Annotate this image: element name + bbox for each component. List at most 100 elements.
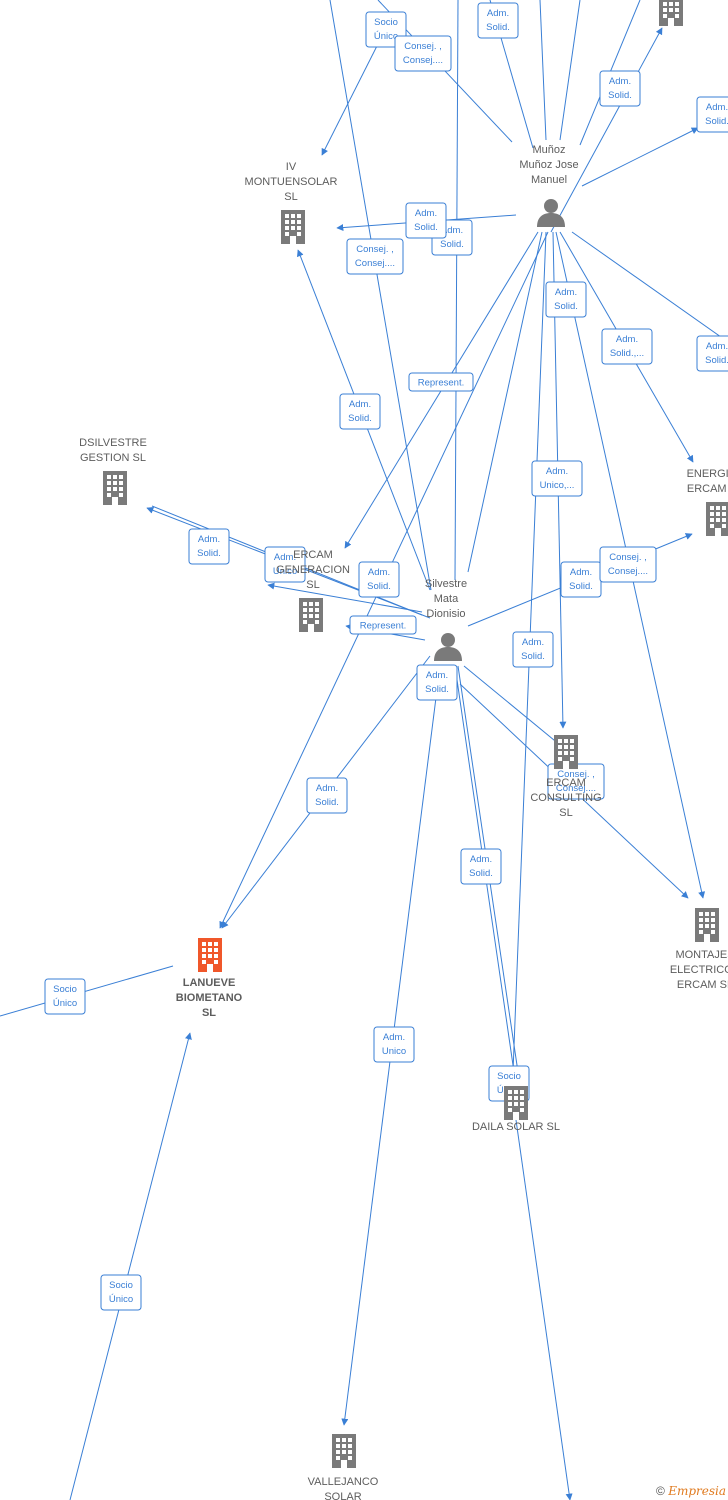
edge-label-text: Consej. , xyxy=(404,41,442,52)
node-consulting[interactable]: ERCAM CONSULTING SL xyxy=(530,735,602,819)
edge-label[interactable]: Adm.Unico,... xyxy=(531,460,583,497)
edge-label[interactable]: Adm.Solid. xyxy=(560,561,602,598)
node-montajes[interactable]: MONTAJESELECTRICOSERCAM SL xyxy=(670,908,728,991)
edge-label-box xyxy=(601,328,653,365)
edge-line xyxy=(571,231,728,343)
edge-label-text: Adm. xyxy=(616,334,638,345)
person-icon xyxy=(434,633,462,661)
edge-label-text: Solid. xyxy=(425,684,449,695)
edge-label-box xyxy=(405,202,447,239)
edge-label-box xyxy=(349,615,417,635)
edge-line xyxy=(539,0,547,141)
building-icon xyxy=(554,735,578,769)
edge-label[interactable]: Adm.Solid. xyxy=(599,70,641,107)
node-label-line: DSILVESTRE xyxy=(79,437,147,449)
edge-label[interactable]: Adm.Solid. xyxy=(477,2,519,39)
edge-label-text: Solid. xyxy=(521,651,545,662)
building-icon xyxy=(659,0,683,26)
edge-label-box xyxy=(477,2,519,39)
edge-label[interactable]: Adm.Solid. xyxy=(696,96,728,133)
edge-label[interactable]: Adm.Solid. xyxy=(188,528,230,565)
node-label-line: SL xyxy=(202,1007,216,1019)
edge-label[interactable]: Adm.Solid. xyxy=(512,631,554,668)
edge-label[interactable]: Adm.Solid. xyxy=(405,202,447,239)
edge-label[interactable]: Represent. xyxy=(408,372,474,392)
footer-brand: © Empresia xyxy=(656,1484,726,1498)
node-label-line: GENERACION xyxy=(276,564,350,576)
edge-label[interactable]: Adm.Solid. xyxy=(696,335,728,372)
edge-label-text: Unico xyxy=(382,1046,406,1057)
edge-line xyxy=(0,965,174,1017)
edge-label[interactable]: Adm.Solid. xyxy=(460,848,502,885)
node-label-line: SL xyxy=(284,191,297,203)
node-label-line: SOLAR xyxy=(324,1491,361,1500)
node-top-right-company[interactable] xyxy=(659,0,683,26)
edge-label-box xyxy=(394,35,452,72)
node-label-line: DAILA SOLAR SL xyxy=(472,1121,560,1133)
edge-label-text: Único xyxy=(53,998,77,1009)
edge-label-text: Solid. xyxy=(705,116,728,127)
edge-line xyxy=(467,231,543,573)
node-label-line: LANUEVE xyxy=(183,977,236,989)
edge-label[interactable]: Consej. ,Consej.... xyxy=(394,35,452,72)
edge-label-text: Consej. , xyxy=(609,552,647,563)
node-label-line: ENERGIAS xyxy=(687,468,728,480)
edge-line xyxy=(550,27,663,233)
edge-label-text: Único xyxy=(374,31,398,42)
edge-label-text: Represent. xyxy=(360,621,406,632)
edge-line xyxy=(321,29,386,156)
edge-label-text: Consej.... xyxy=(608,566,648,577)
node-label-line: CONSULTING xyxy=(530,792,601,804)
edge-line xyxy=(581,127,699,187)
edge-label-text: Socio xyxy=(53,984,77,995)
empresia-logo[interactable]: Empresia xyxy=(668,1484,726,1498)
edge-line xyxy=(515,1119,573,1500)
edge-label-box xyxy=(599,546,657,583)
node-label-line: SL xyxy=(559,807,572,819)
building-icon xyxy=(281,210,305,244)
edge-label-text: Adm. xyxy=(555,287,577,298)
edge-label[interactable]: Adm.Solid. xyxy=(416,664,458,701)
edge-label[interactable]: Consej. , Consej.... xyxy=(599,546,657,583)
edge-label-text: Consej.... xyxy=(556,783,596,794)
edge-label-text: Solid. xyxy=(315,797,339,808)
edge-label-text: Socio xyxy=(497,1071,521,1082)
edge-label-text: Solid. xyxy=(569,581,593,592)
edge-label-text: Adm. xyxy=(470,854,492,865)
edge-label[interactable]: Adm.Unico xyxy=(373,1026,415,1063)
edge-label[interactable]: Consej. ,Consej.... xyxy=(547,763,605,800)
edge-label[interactable]: Adm.Unico xyxy=(264,546,306,583)
edge-label-box xyxy=(339,393,381,430)
node-label-line: Mata xyxy=(434,593,459,605)
edge-label[interactable]: Consej. ,Consej.... xyxy=(346,238,404,275)
edge-label[interactable]: Represent. xyxy=(349,615,417,635)
edge-line xyxy=(463,665,561,746)
edge-label[interactable]: Adm.Solid. xyxy=(339,393,381,430)
edge-label-box xyxy=(264,546,306,583)
node-energias[interactable]: ENERGIASERCAM SL xyxy=(687,468,728,536)
node-daila[interactable]: DAILA SOLAR SL xyxy=(472,1086,560,1133)
node-label-line: ERCAM xyxy=(546,777,586,789)
edge-label-text: Adm. xyxy=(415,208,437,219)
edge-label[interactable]: Adm. Solid. xyxy=(545,281,587,318)
edge-label-text: Solid. xyxy=(554,301,578,312)
edge-label[interactable]: Adm.Solid.,... xyxy=(601,328,653,365)
edge-label[interactable]: Adm.Solid. xyxy=(306,777,348,814)
node-label-line: Muñoz xyxy=(532,144,565,156)
edge-label-text: Unico xyxy=(273,566,297,577)
edge-label-box xyxy=(100,1274,142,1311)
node-label-line: GESTION SL xyxy=(80,452,146,464)
node-label-line: ELECTRICOS xyxy=(670,964,728,976)
edge-label[interactable]: Adm.Solid. xyxy=(358,561,400,598)
node-dsilvestre[interactable]: DSILVESTRE GESTION SL xyxy=(79,437,147,505)
